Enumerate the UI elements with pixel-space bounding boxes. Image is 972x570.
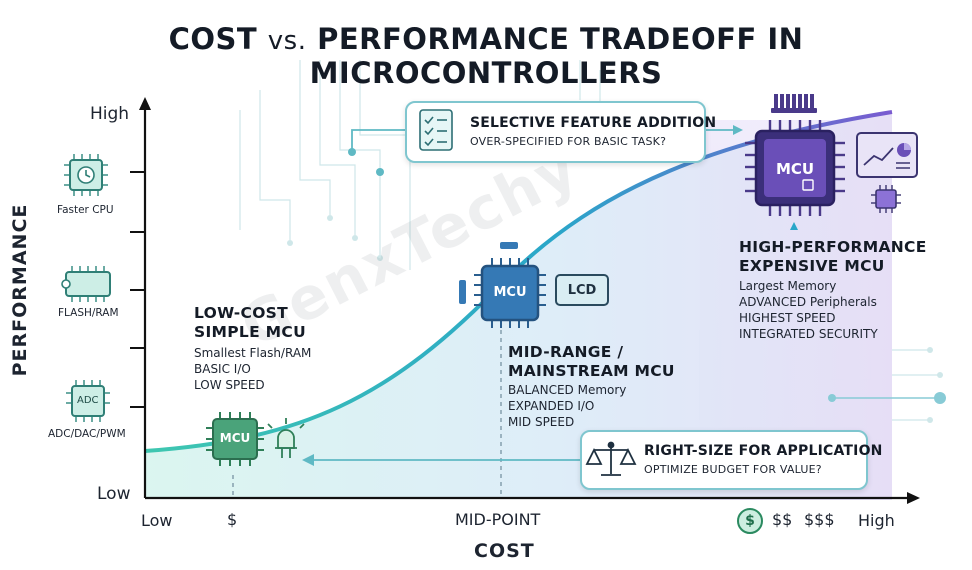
mid-range-item: BALANCED Memory <box>508 383 627 397</box>
mid-range-chip-label: MCU <box>493 285 527 300</box>
callout-right-size-subtitle: OPTIMIZE BUDGET FOR VALUE? <box>644 463 822 476</box>
x-axis-tick-two-dollar: $$ <box>772 510 793 529</box>
dashboard-screen-icon <box>856 132 918 178</box>
sidebar-caption-adc: ADC/DAC/PWM <box>48 428 126 440</box>
high-performance-item: HIGHEST SPEED <box>739 311 836 325</box>
low-cost-item: Smallest Flash/RAM <box>194 346 312 360</box>
lcd-label: LCD <box>567 283 597 298</box>
security-chip-icon <box>871 185 901 213</box>
adc-chip-icon <box>66 380 110 422</box>
cpu-chip-icon <box>64 154 108 196</box>
connector-node <box>348 148 356 156</box>
y-axis-arrow <box>139 97 151 110</box>
low-cost-item: BASIC I/O <box>194 362 251 376</box>
high-performance-title-line1: HIGH-PERFORMANCE <box>739 238 927 256</box>
callout-right-size: RIGHT-SIZE FOR APPLICATION OPTIMIZE BUDG… <box>580 430 882 490</box>
y-axis-low: Low <box>97 484 131 504</box>
sidebar-caption-memory: FLASH/RAM <box>58 307 119 319</box>
high-performance-mcu-chip <box>745 94 845 230</box>
high-performance-chip-label: MCU <box>775 160 815 178</box>
high-performance-item: ADVANCED Peripherals <box>739 295 877 309</box>
callout-feature-addition-title: SELECTIVE FEATURE ADDITION <box>470 115 717 131</box>
x-axis-mid-point: MID-POINT <box>455 510 541 529</box>
top-callout-connector <box>351 129 738 152</box>
memory-chip-icon <box>61 266 111 302</box>
low-cost-item: LOW SPEED <box>194 378 265 392</box>
y-axis-high: High <box>90 104 130 124</box>
callout-feature-addition-subtitle: OVER-SPECIFIED FOR BASIC TASK? <box>470 135 667 148</box>
sidebar-adc-chip-label: ADC <box>77 395 99 406</box>
title-part-vs: vs. <box>267 26 307 56</box>
title-part-cost: COST <box>168 22 258 56</box>
mid-range-title-line2: MAINSTREAM MCU <box>508 362 675 380</box>
dollar-coin-icon: $ <box>737 508 763 534</box>
callout-right-size-title: RIGHT-SIZE FOR APPLICATION <box>644 443 883 459</box>
y-axis-ticks <box>130 171 145 408</box>
top-connector-arrow <box>733 125 743 135</box>
lcd-display-icon <box>555 274 609 306</box>
title-part-performance: PERFORMANCE TRADEOFF IN MICROCONTROLLERS <box>309 22 804 90</box>
sidebar-caption-cpu: Faster CPU <box>57 204 114 216</box>
callout-feature-addition: SELECTIVE FEATURE ADDITION OVER-SPECIFIE… <box>405 101 716 163</box>
bottom-connector-arrow <box>302 454 314 466</box>
high-performance-item: Largest Memory <box>739 279 837 293</box>
mid-range-mcu-chip <box>459 242 546 328</box>
right-circuit-nodes <box>828 392 946 404</box>
high-performance-title-line2: EXPENSIVE MCU <box>739 257 885 275</box>
circuit-nodes <box>287 215 943 423</box>
led-icon <box>267 418 305 458</box>
low-cost-title-line2: SIMPLE MCU <box>194 323 306 341</box>
x-axis-low: Low <box>141 511 173 530</box>
x-axis-tick-three-dollar: $$$ <box>804 510 835 529</box>
page-title: COST vs. PERFORMANCE TRADEOFF IN MICROCO… <box>0 22 972 90</box>
low-cost-chip-label: MCU <box>219 431 251 445</box>
x-axis-arrow <box>907 492 920 504</box>
connector-node <box>376 168 384 176</box>
mid-range-title-line1: MID-RANGE / <box>508 343 624 361</box>
mid-range-item: EXPANDED I/O <box>508 399 595 413</box>
high-performance-item: INTEGRATED SECURITY <box>739 327 878 341</box>
x-axis-tick-one-dollar: $ <box>227 510 238 529</box>
mid-range-item: MID SPEED <box>508 415 575 429</box>
x-axis-label: COST <box>474 540 535 562</box>
low-cost-mcu-chip <box>206 412 264 466</box>
y-axis-label: PERFORMANCE <box>9 203 31 377</box>
low-cost-title-line1: LOW-COST <box>194 304 289 322</box>
x-axis-high: High <box>858 511 895 530</box>
